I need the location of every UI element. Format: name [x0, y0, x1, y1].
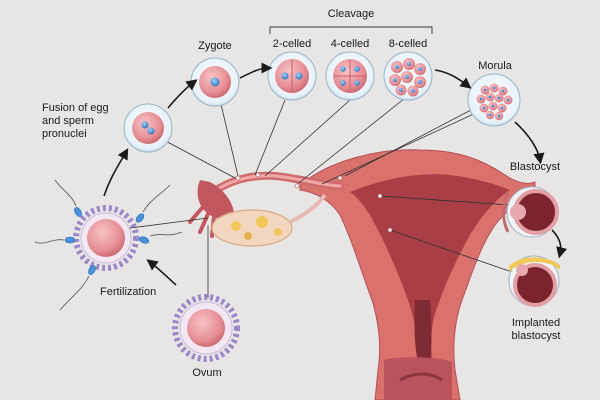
sperm-tails — [34, 179, 183, 311]
label-8-celled: 8-celled — [388, 38, 428, 50]
fallopian-tube — [188, 171, 344, 238]
label-fertilization: Fertilization — [100, 286, 157, 298]
ovary — [211, 193, 327, 247]
pointer-lines — [114, 97, 513, 298]
label-zygote: Zygote — [198, 40, 232, 52]
stage-2-celled — [267, 51, 317, 101]
uterus — [299, 149, 536, 400]
sequence-arrows — [103, 62, 568, 286]
label-ovum: Ovum — [192, 367, 222, 379]
label-4-celled: 4-celled — [330, 38, 370, 50]
ovum-cell — [172, 294, 240, 362]
stage-blastocyst — [502, 186, 559, 238]
label-blastocyst: Blastocyst — [509, 161, 561, 173]
stage-implanted-blastocyst — [508, 255, 560, 307]
label-cleavage: Cleavage — [327, 8, 375, 20]
fertilization-egg — [73, 205, 139, 271]
label-morula: Morula — [478, 60, 512, 72]
cleavage-bracket — [269, 26, 433, 34]
sperm-cells — [64, 207, 150, 275]
stage-zygote — [190, 57, 240, 107]
label-2-celled: 2-celled — [272, 38, 312, 50]
stage-8-celled — [383, 51, 433, 101]
stage-4-celled — [325, 51, 375, 101]
stage-morula — [467, 73, 521, 127]
stage-fusion — [123, 103, 173, 153]
label-implanted-blastocyst: Implanted blastocyst — [511, 317, 561, 342]
label-fusion: Fusion of egg and sperm pronuclei — [42, 102, 109, 140]
